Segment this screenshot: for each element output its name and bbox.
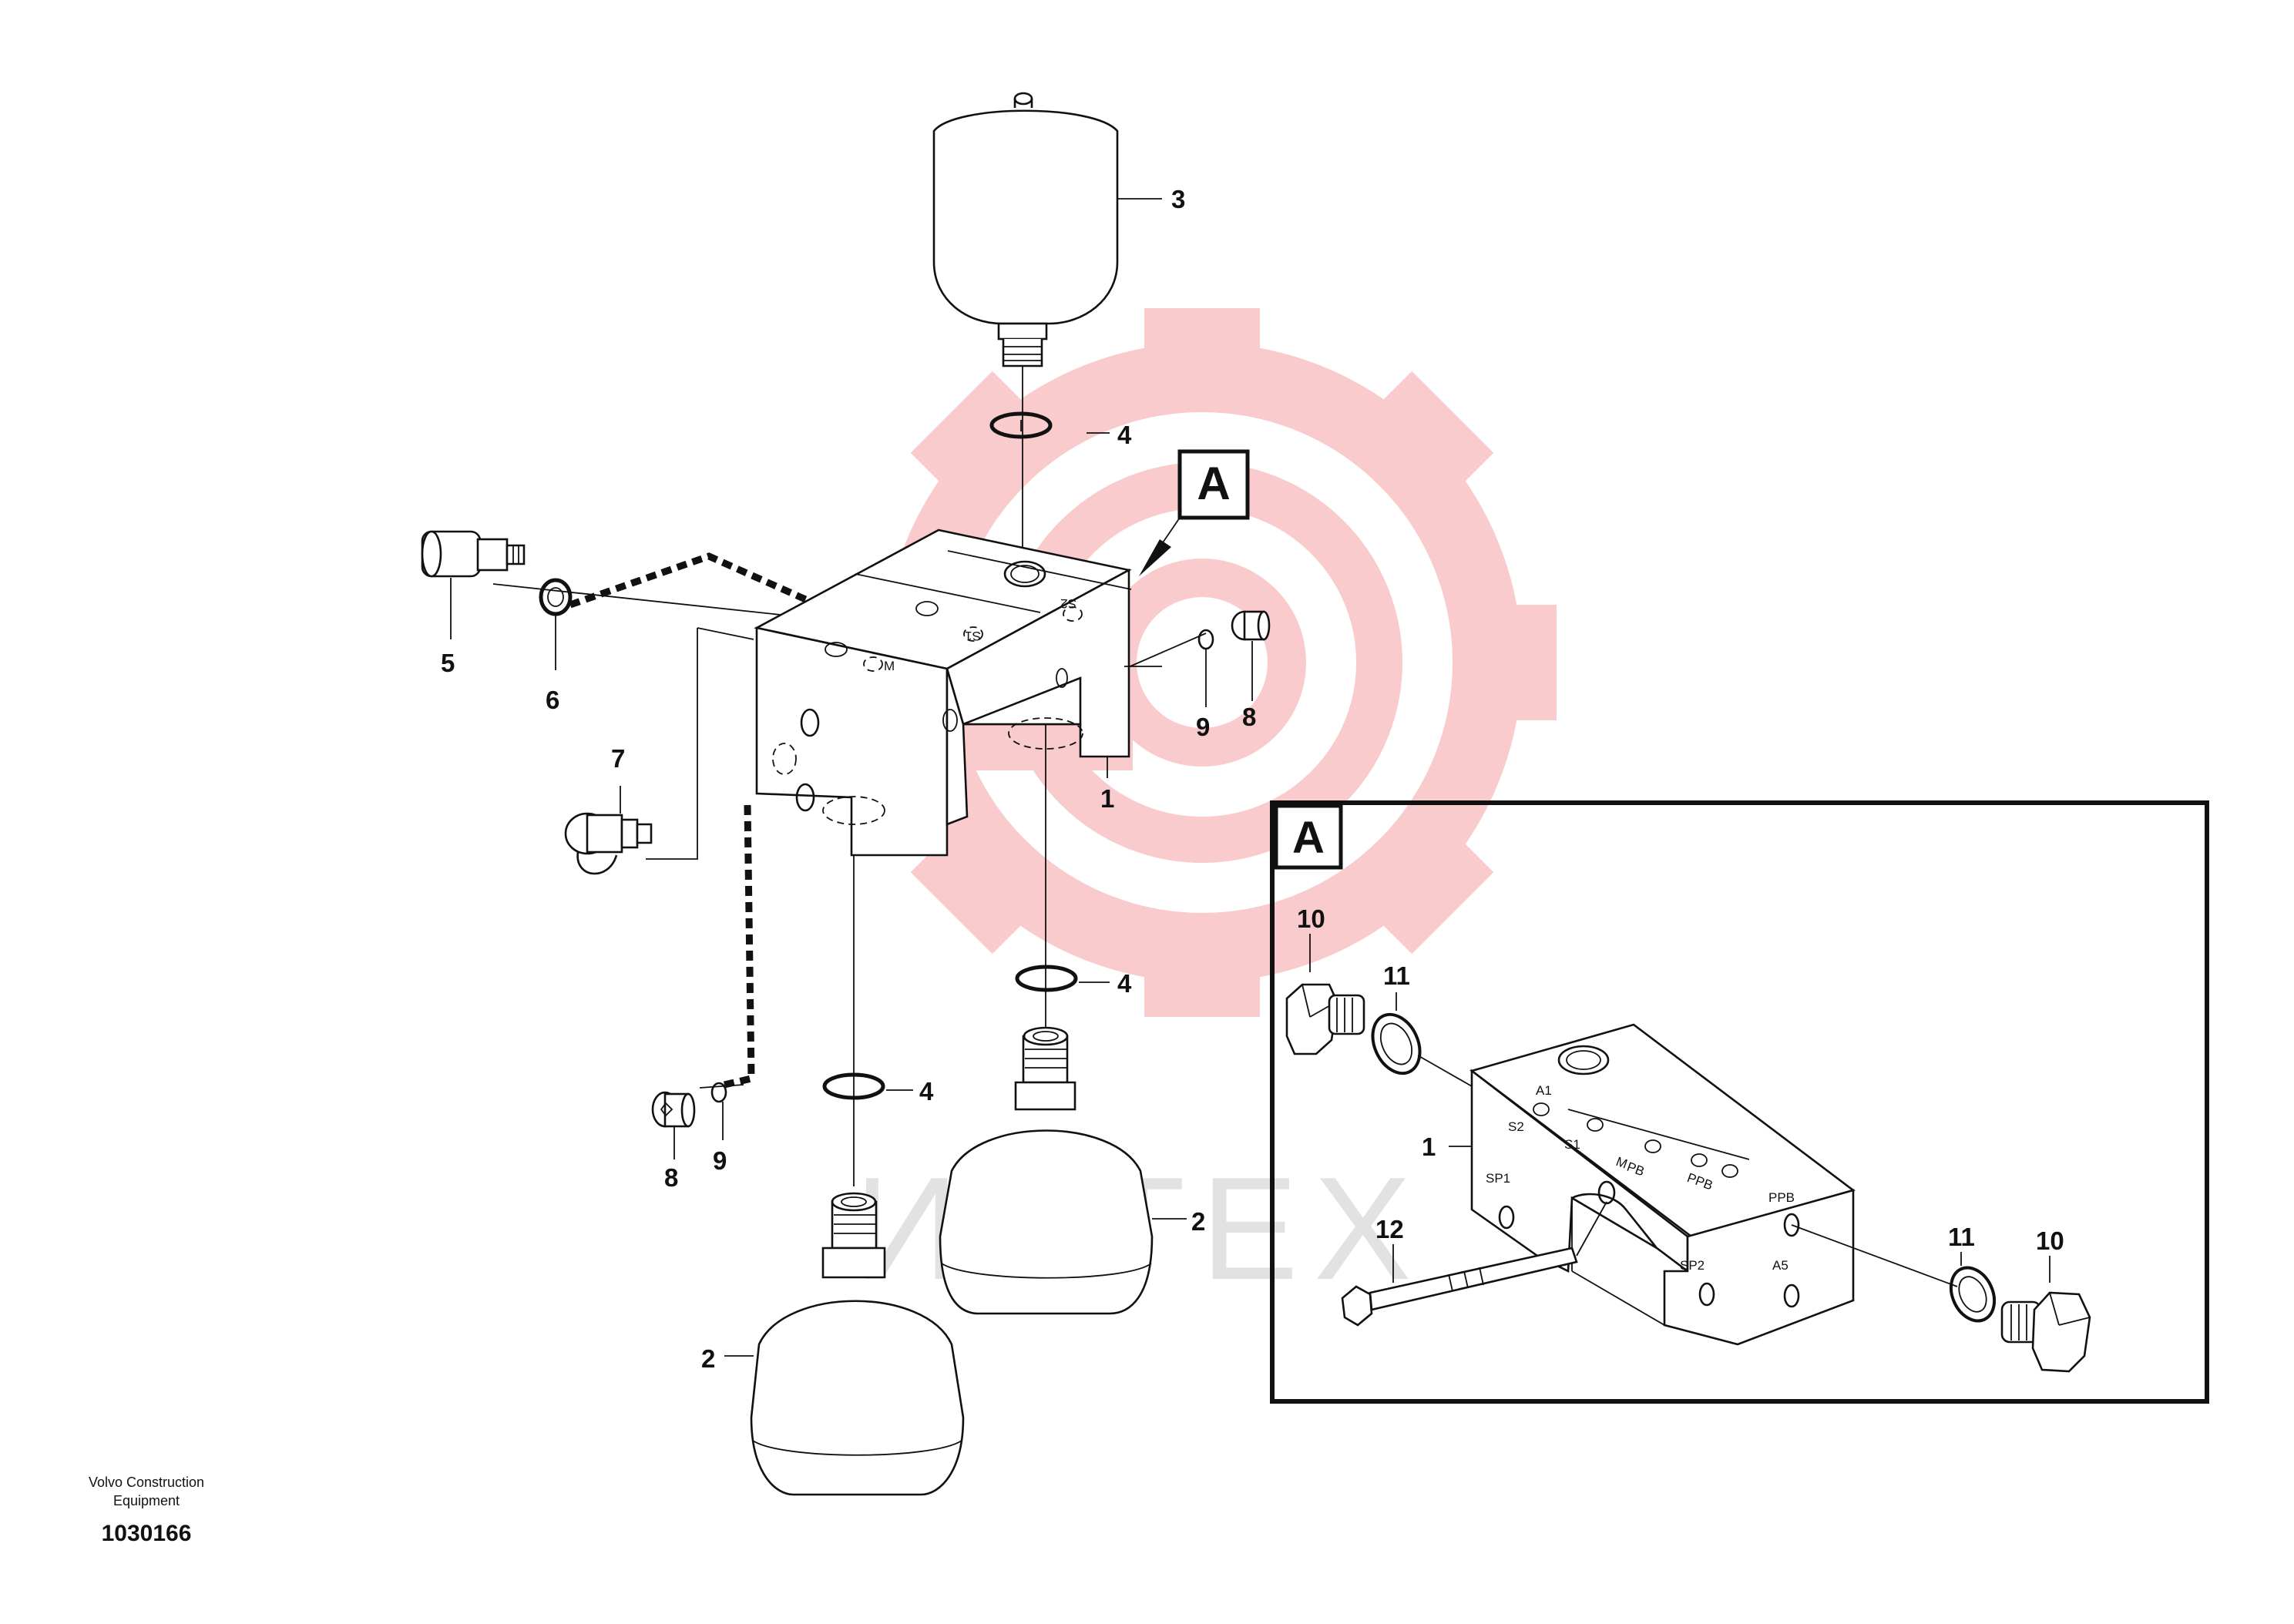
detail-port-m: M	[1614, 1154, 1630, 1172]
accumulator-right	[939, 1026, 1187, 1315]
detail-port-a1: A1	[1536, 1083, 1552, 1098]
callout-8-right: 8	[1242, 703, 1256, 731]
publisher-line-1: Volvo Construction	[89, 1475, 204, 1490]
accumulator-top	[932, 92, 1162, 367]
port-label-s2: S2	[1060, 596, 1076, 611]
hose-lower	[723, 804, 755, 1089]
detail-title: A	[1292, 813, 1325, 863]
detail-callout-10-left: 10	[1297, 904, 1325, 933]
detail-callout-10-right: 10	[2036, 1226, 2064, 1255]
callout-8-left: 8	[664, 1163, 678, 1192]
detail-port-a5: A5	[1772, 1258, 1789, 1273]
callout-4-right: 4	[1117, 969, 1132, 998]
o-ring-left	[822, 1072, 885, 1100]
detail-view-a: A A1 S2 S1 PB PPB M	[1270, 800, 2209, 1404]
publisher-line-2: Equipment	[113, 1493, 180, 1508]
o-ring-top	[989, 411, 1053, 439]
callout-7: 7	[611, 744, 625, 773]
plug-8-right	[1231, 610, 1271, 701]
detail-frame	[1270, 800, 2209, 1404]
accumulator-left	[724, 1192, 965, 1496]
detail-callout-1: 1	[1422, 1132, 1436, 1161]
test-coupling-7	[564, 786, 653, 875]
seal-ring-6	[539, 578, 573, 670]
detail-port-sp1: SP1	[1486, 1171, 1510, 1186]
port-label-m: M	[884, 659, 895, 673]
callout-9-left: 9	[713, 1146, 727, 1175]
detail-callout-12: 12	[1375, 1215, 1404, 1243]
detail-callout-11-left: 11	[1383, 961, 1410, 990]
port-label-s1: S1	[965, 629, 981, 643]
detail-callout-11-right: 11	[1948, 1223, 1975, 1251]
hose-left-line	[646, 628, 698, 860]
valve-block: M S1 S2	[754, 528, 1162, 857]
callout-2-left: 2	[701, 1344, 715, 1373]
detail-port-s1: S1	[1564, 1137, 1580, 1152]
detail-valve-block: A1 S2 S1 PB PPB M SP1 PPB SP2 A5	[1469, 1023, 1856, 1346]
drawing-number: 1030166	[102, 1521, 192, 1546]
detail-reference-label: A	[1197, 458, 1230, 509]
o-ring-right	[1015, 965, 1078, 992]
detail-port-sp2: SP2	[1680, 1258, 1705, 1273]
detail-washer-11-right	[1791, 1224, 1997, 1323]
callout-6: 6	[546, 686, 559, 714]
detail-bolt-12	[1341, 1201, 1607, 1327]
detail-plug-10-right	[2000, 1256, 2091, 1373]
callout-9-right: 9	[1196, 713, 1210, 741]
detail-washer-11-left	[1371, 992, 1473, 1087]
detail-reference-a: A	[1139, 449, 1250, 576]
callout-1: 1	[1100, 784, 1114, 813]
detail-port-ppb-side: PPB	[1768, 1190, 1795, 1205]
detail-port-s2: S2	[1508, 1119, 1524, 1134]
callout-5: 5	[441, 649, 455, 677]
hose-top-link	[697, 627, 754, 640]
washer-9-left	[710, 1082, 727, 1140]
detail-plug-10-left	[1285, 934, 1365, 1055]
callout-4-top: 4	[1117, 421, 1132, 449]
test-coupling-5	[421, 530, 526, 639]
detail-title-box	[1274, 804, 1343, 870]
callout-4-left: 4	[919, 1077, 934, 1106]
plug-8-left	[651, 1091, 696, 1159]
callout-3: 3	[1171, 185, 1185, 213]
washer-9-right	[1197, 629, 1214, 707]
callout-2-right: 2	[1191, 1207, 1205, 1236]
